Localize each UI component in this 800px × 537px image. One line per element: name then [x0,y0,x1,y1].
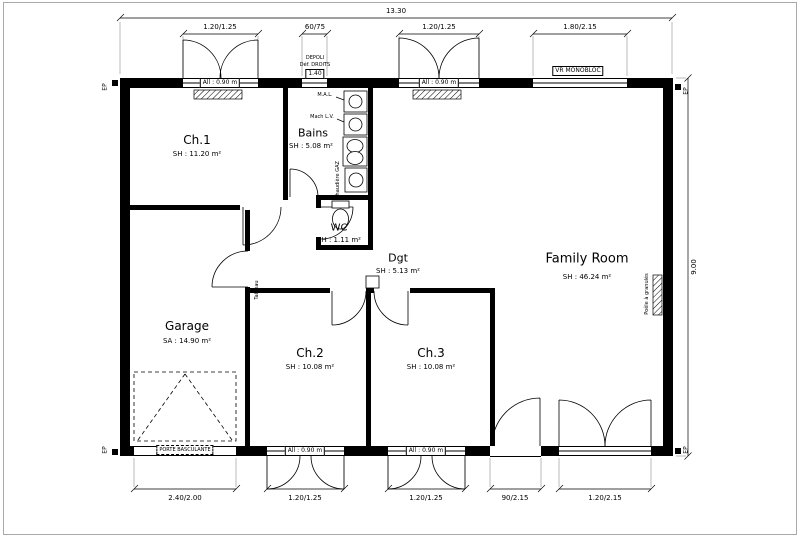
room-area-dgt: SH : 5.13 m² [376,267,420,275]
room-area-garage: SA : 14.90 m² [162,337,212,345]
room-label-ch2: Ch.2 [296,346,324,360]
dim-bottom-4: 90/2.15 [501,494,529,502]
sill-label-window-ch1: All : 0.90 m [199,78,241,88]
room-area-wc: SH : 1.11 m² [317,236,361,244]
room-label-family: Family Room [545,251,629,267]
garage-door-label: PORTE BASCULANTE [156,445,214,455]
room-label-ch1: Ch.1 [183,133,211,147]
fixture-symbols [331,90,380,289]
dim-bottom-1: 2.40/2.00 [168,494,202,502]
dishwasher-label: Mach L.V. [310,114,334,120]
wall-ch2-ch3 [366,293,371,446]
dimension-lines [116,13,692,493]
dim-bottom-2: 1.20/1.25 [288,494,322,502]
wall-ch3-family [490,288,495,446]
downspout-label-bottom-left: EP [101,446,109,454]
dim-top-2: 60/75 [304,23,326,31]
room-label-garage: Garage [165,319,209,333]
wall-bains-right [368,88,373,250]
vr-monobloc-label: VR MONOBLOC [552,66,604,76]
wall-exterior-right [663,78,673,456]
downspout-label-top-left: EP [101,83,109,91]
door-swing-arcs [211,168,652,447]
sheet-frame [3,2,797,535]
depoli-height-label: 1.40 [305,69,325,79]
window-bains [302,78,327,88]
room-label-dgt: Dgt [388,251,408,265]
french-window-family [559,446,651,456]
window-swing-arcs [182,37,480,490]
room-area-ch2: SH : 10.08 m² [285,363,335,371]
wall-exterior-left [120,78,130,456]
room-area-bains: SH : 5.08 m² [289,142,333,150]
dim-top-4: 1.80/2.15 [563,23,597,31]
boiler-label: Chaudière GAZ [335,161,341,199]
window-family-right-top [533,78,627,88]
dim-top-1: 1.20/1.25 [203,23,237,31]
sill-label-window-ch2: All : 0.90 m [284,446,326,456]
electrical-panel-label: Tableau [254,280,260,300]
wall-hall-south-b [366,288,374,293]
wall-hall-south-c [410,288,495,293]
sill-label-window-family-top: All : 0.90 m [418,78,460,88]
room-label-ch3: Ch.3 [417,346,445,360]
wall-wc-left-a [316,200,321,208]
downspout-label-top-right: EP [682,87,690,95]
wall-hall-south-a [245,288,330,293]
wall-garage-east-b [245,287,250,446]
dim-top-3: 1.20/1.25 [422,23,456,31]
wall-ch1-bottom [130,205,240,210]
sill-label-window-ch3: All : 0.90 m [405,446,447,456]
room-area-ch1: SH : 11.20 m² [172,150,222,158]
garage-door-symbol [133,371,237,442]
dim-bottom-5: 1.20/2.15 [588,494,622,502]
wall-wc-left-b [316,237,321,245]
room-area-ch3: SH : 10.08 m² [406,363,456,371]
wall-garage-east-a [245,210,250,251]
radiator-symbols [193,89,663,316]
downspout-label-bottom-right: EP [682,446,690,454]
wall-wc-bottom [316,245,373,250]
pellet-stove-label: Poêle à granulés [644,273,650,315]
dim-total-height: 9.00 [690,259,698,275]
entry-door-opening [490,446,541,457]
room-area-family: SH : 46.24 m² [562,273,612,281]
washing-machine-label: M.A.L. [317,92,333,98]
dim-total-width: 13.30 [385,7,407,15]
dim-bottom-3: 1.20/1.25 [409,494,443,502]
wall-wc-top [316,195,373,200]
room-label-bains: Bains [297,126,329,140]
wall-exterior-top [120,78,673,88]
depoli-label-line2: Déf. DROITS [299,62,331,68]
downspout-markers [112,80,681,455]
room-label-wc: WC [330,222,348,234]
wall-bains-left [283,88,288,200]
depoli-label-line1: DEPOLI [305,55,325,61]
